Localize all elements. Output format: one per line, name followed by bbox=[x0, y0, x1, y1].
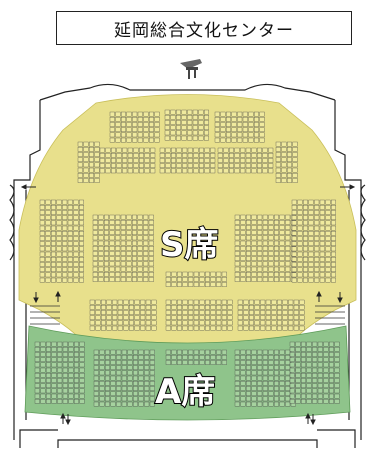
s-block-main-right bbox=[234, 214, 296, 282]
s-block-mid-right bbox=[217, 147, 274, 174]
s-seat-blocks bbox=[39, 109, 336, 331]
s-block-main-far-left bbox=[39, 199, 84, 283]
s-block-rear-center bbox=[165, 299, 233, 331]
s-block-rear-right bbox=[237, 299, 305, 331]
s-block-center-low bbox=[165, 271, 227, 287]
s-block-rear-left bbox=[89, 299, 157, 331]
a-block-right bbox=[234, 349, 296, 407]
s-block-mid-center bbox=[159, 147, 216, 174]
s-block-front-center bbox=[164, 109, 209, 141]
s-block-mid-left bbox=[99, 147, 156, 174]
venue-title: 延岡総合文化センター bbox=[56, 11, 352, 45]
s-block-front-right bbox=[214, 111, 265, 143]
stairs bbox=[30, 305, 345, 325]
piano-icon bbox=[180, 59, 202, 79]
a-zone-label: A席 bbox=[154, 372, 216, 412]
s-block-side-left bbox=[77, 141, 100, 183]
a-block-left bbox=[93, 349, 155, 407]
s-block-front-left bbox=[109, 111, 160, 143]
a-block-far-left bbox=[34, 341, 85, 404]
a-seat-blocks bbox=[34, 341, 340, 407]
s-block-main-far-right bbox=[291, 199, 336, 283]
s-block-main-left bbox=[92, 214, 154, 282]
s-block-side-right bbox=[275, 141, 298, 183]
a-block-far-right bbox=[289, 341, 340, 404]
a-zone-area bbox=[24, 325, 351, 421]
a-block-center-top bbox=[165, 349, 227, 365]
exit-arrow-icon bbox=[20, 184, 356, 426]
s-zone-label: S席 bbox=[159, 225, 219, 265]
